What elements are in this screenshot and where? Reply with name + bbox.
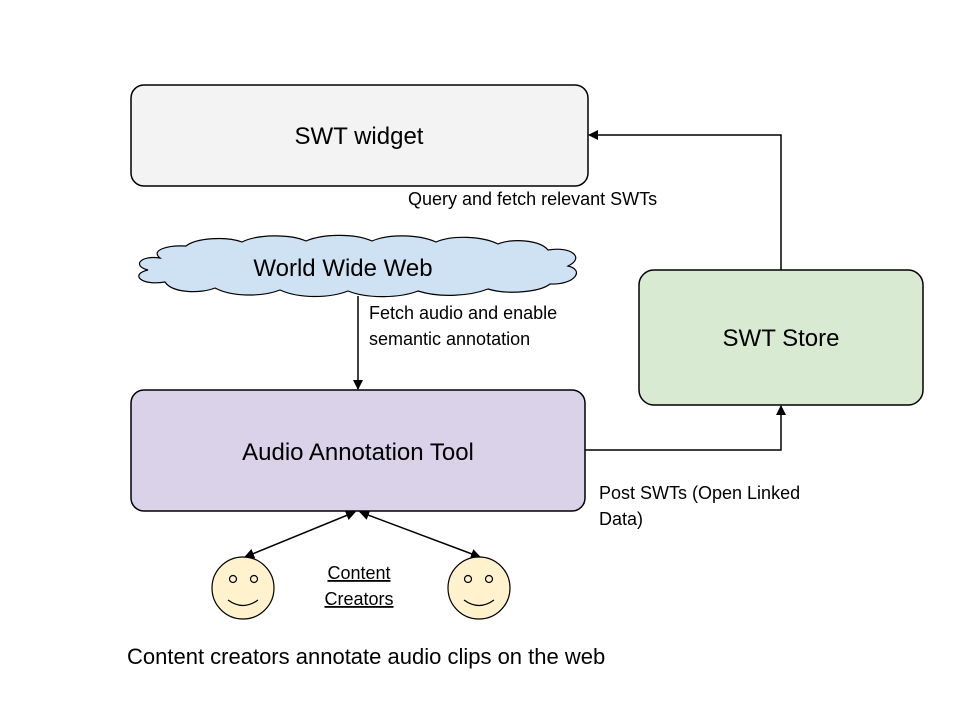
- world-wide-web-label: World Wide Web: [253, 255, 432, 282]
- swt-store-node: SWT Store: [638, 269, 924, 406]
- smiley-face-icon: [447, 556, 511, 620]
- content-creators-label-line1: Content: [327, 563, 390, 583]
- swt-widget-node: SWT widget: [130, 84, 589, 187]
- world-wide-web-node: World Wide Web: [138, 234, 577, 298]
- audio-annotation-tool-label: Audio Annotation Tool: [242, 439, 474, 466]
- content-creators-label-line2: Creators: [324, 589, 393, 609]
- diagram-caption: Content creators annotate audio clips on…: [127, 644, 605, 669]
- cloud-shape: [138, 234, 577, 298]
- swt-store-label: SWT Store: [723, 325, 840, 352]
- swt-widget-label: SWT widget: [295, 123, 424, 150]
- tool-creator-right-arrow: [359, 510, 481, 559]
- tool-to-store-arrow: [585, 405, 786, 451]
- tool-creator-left-arrow: [244, 510, 356, 559]
- query-fetch-label: Query and fetch relevant SWTs: [408, 189, 657, 209]
- fetch-audio-label-line1: Fetch audio and enable: [369, 303, 557, 323]
- post-swts-label-line1: Post SWTs (Open Linked: [599, 483, 800, 503]
- store-to-widget-arrow: [588, 130, 782, 270]
- post-swts-label-line2: Data): [599, 509, 643, 529]
- fetch-audio-label-line2: semantic annotation: [369, 329, 530, 349]
- smiley-face-icon: [211, 556, 275, 620]
- audio-annotation-tool-node: Audio Annotation Tool: [130, 389, 586, 512]
